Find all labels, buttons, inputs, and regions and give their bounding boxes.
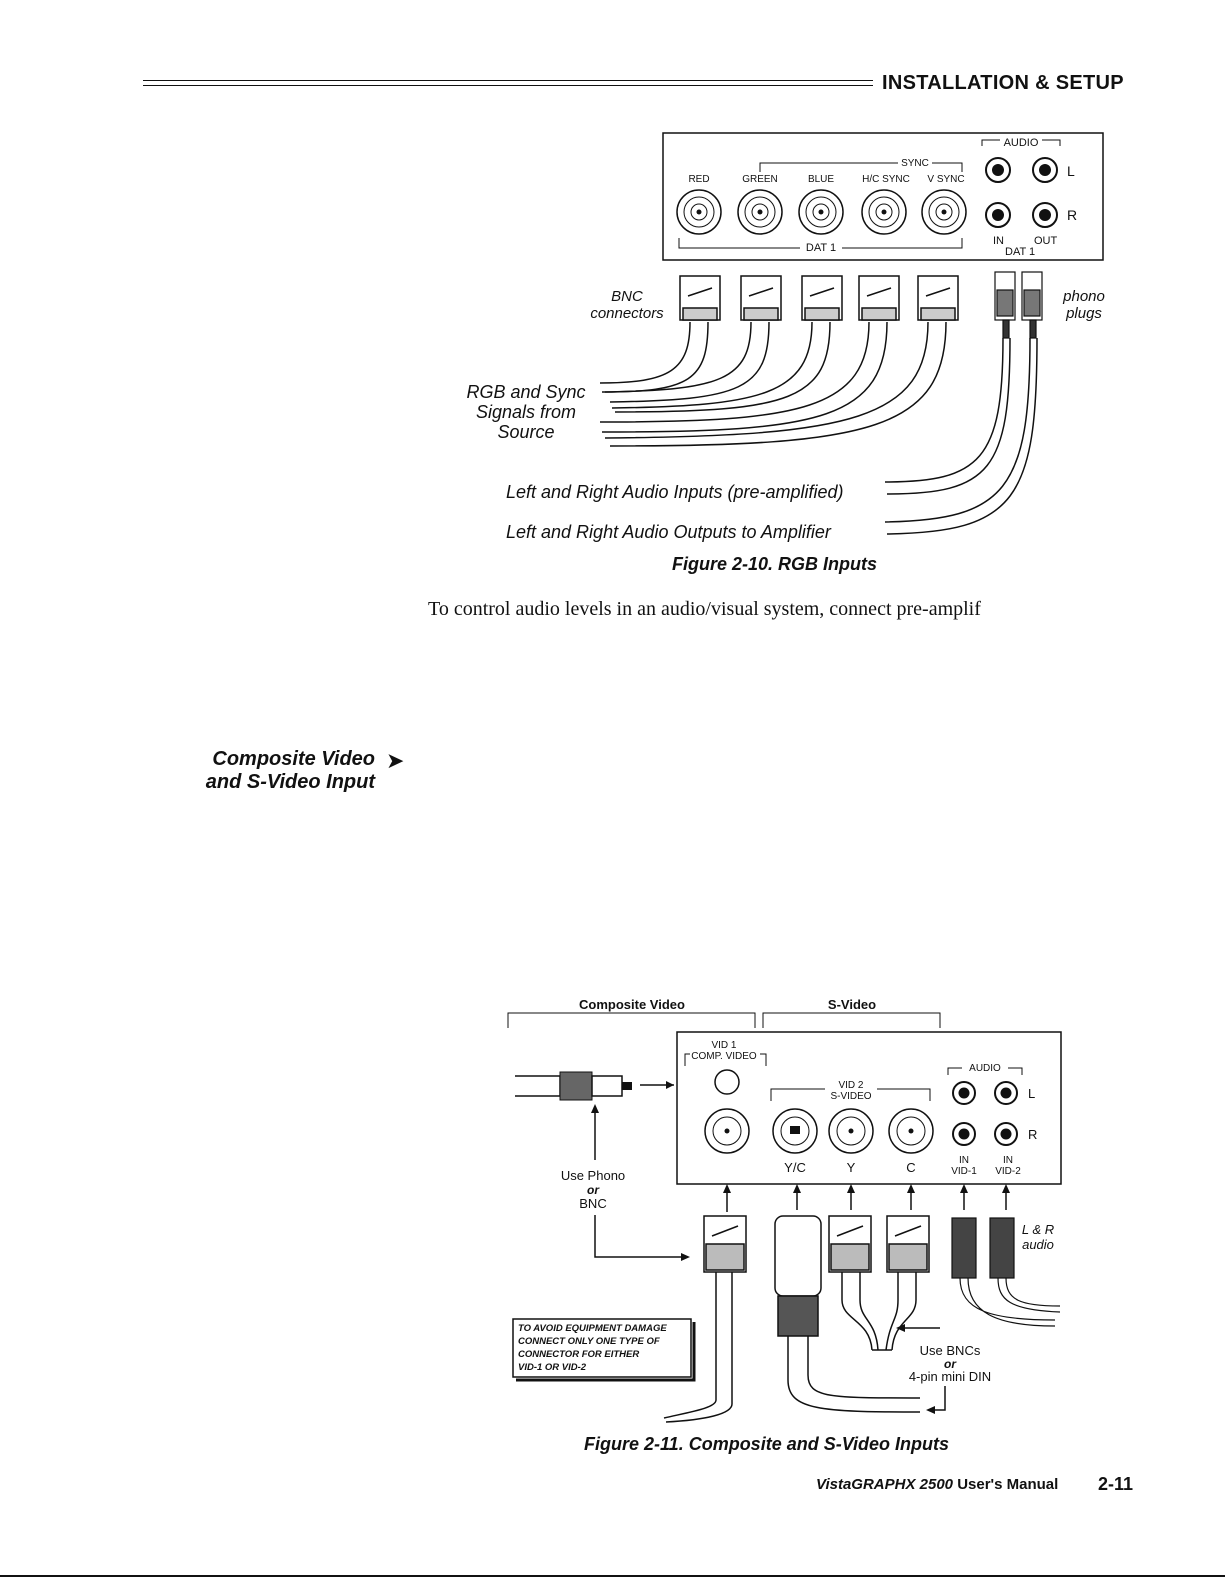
phono-cable-icon [515, 1071, 632, 1101]
audio-cables [884, 337, 1038, 535]
phono-plug-icon [994, 271, 1043, 339]
side-heading-arrow-icon: ➤ [386, 748, 405, 773]
lr-audio-plug-icon [951, 1217, 1061, 1327]
vid2-label-2: S-VIDEO [830, 1091, 871, 1102]
port-label-yc: Y/C [784, 1160, 806, 1175]
rgb-audio-r: R [1067, 207, 1077, 223]
footer-manual-title: VistaGRAPHX 2500 User's Manual [816, 1476, 1058, 1493]
arrow-up-icon [591, 1104, 599, 1113]
warning-line-1: TO AVOID EQUIPMENT DAMAGE [518, 1323, 667, 1334]
in-label-1: IN [959, 1155, 969, 1166]
use-bncs-label: Use BNCs [920, 1343, 981, 1358]
video-audio-label: AUDIO [969, 1063, 1001, 1074]
yc-bnc-plug-icon [828, 1215, 930, 1351]
lr-audio-label-2: audio [1022, 1237, 1054, 1252]
rgb-cables [599, 321, 947, 447]
header-rule-top [143, 80, 873, 81]
bnc-connectors-label-1: BNC [611, 288, 643, 305]
page-header-title: INSTALLATION & SETUP [882, 72, 1124, 94]
audio-outputs-label: Left and Right Audio Outputs to Amplifie… [506, 522, 832, 542]
video-panel [676, 1031, 1062, 1185]
bnc-connectors-label-2: connectors [590, 305, 664, 322]
phono-plugs-label-1: phono [1062, 288, 1105, 305]
mini-din-label: 4-pin mini DIN [909, 1369, 991, 1384]
arrow-right-icon [681, 1253, 690, 1261]
vid1-label-2: COMP. VIDEO [691, 1051, 757, 1062]
use-bncs-or: or [944, 1357, 957, 1371]
video-audio-jack-icon [952, 1081, 1018, 1146]
footer-page-number: 2-11 [1098, 1474, 1134, 1494]
warning-line-3: CONNECTOR FOR EITHER [518, 1349, 639, 1360]
vid2-in-label: VID-2 [995, 1166, 1021, 1177]
rgb-audio-dat: DAT 1 [1005, 246, 1035, 258]
arrow-up-icon [723, 1184, 1010, 1193]
rgb-panel [662, 132, 1104, 261]
warning-line-4: VID-1 OR VID-2 [518, 1362, 587, 1373]
arrow-left-icon [896, 1324, 905, 1332]
figure-2-11-caption: Figure 2-11. Composite and S-Video Input… [584, 1434, 950, 1454]
port-label-y: Y [847, 1160, 856, 1175]
bnc-plug-icon [679, 275, 959, 321]
phono-plugs-label-2: plugs [1065, 305, 1102, 322]
side-heading-line-2: and S-Video Input [205, 771, 375, 793]
rgb-source-label-1: RGB and Sync [466, 382, 585, 402]
section-side-heading: Composite Video and S-Video Input [150, 748, 375, 794]
bottom-rule [0, 1575, 1225, 1577]
use-phono-label: Use Phono [561, 1168, 625, 1183]
port-label-hc-sync: H/C SYNC [862, 174, 910, 185]
vid1-in-label: VID-1 [951, 1166, 977, 1177]
port-label-blue: BLUE [808, 174, 834, 185]
use-bnc-label: BNC [579, 1196, 606, 1211]
in-label-2: IN [1003, 1155, 1013, 1166]
use-phono-or: or [587, 1183, 600, 1197]
composite-phono-jack-icon [714, 1069, 740, 1095]
warning-box [512, 1318, 692, 1378]
rgb-sync-label: SYNC [901, 158, 929, 169]
svideo-din-plug-icon [774, 1215, 921, 1413]
arrow-head-icon [666, 1081, 674, 1089]
bnc-jack-icon [676, 189, 967, 235]
rgb-audio-out: OUT [1034, 235, 1058, 247]
footer-product: VistaGRAPHX 2500 [816, 1476, 954, 1493]
rgb-audio-in: IN [993, 235, 1004, 247]
rgb-audio-label: AUDIO [1004, 137, 1039, 149]
port-label-c: C [906, 1160, 915, 1175]
port-label-green: GREEN [742, 174, 778, 185]
lr-audio-label-1: L & R [1022, 1222, 1054, 1237]
figure-composite-svideo: Composite Video S-Video VID 1 COMP. VIDE… [507, 997, 1062, 1423]
header-rule-bottom [143, 85, 873, 86]
svideo-label: S-Video [828, 997, 876, 1012]
arrow-left-icon [926, 1406, 935, 1414]
port-label-v-sync: V SYNC [927, 174, 964, 185]
warning-line-2: CONNECT ONLY ONE TYPE OF [518, 1336, 660, 1347]
rgb-audio-l: L [1067, 163, 1075, 179]
port-label-red: RED [688, 174, 709, 185]
rgb-source-label-3: Source [497, 422, 554, 442]
vid2-label-1: VID 2 [838, 1080, 863, 1091]
video-audio-l: L [1028, 1086, 1035, 1101]
footer-manual: User's Manual [957, 1476, 1059, 1493]
figure-2-10-caption: Figure 2-10. RGB Inputs [672, 554, 878, 574]
composite-bnc-plug-icon [663, 1215, 747, 1423]
audio-jack-icon [985, 157, 1058, 228]
video-audio-r: R [1028, 1127, 1037, 1142]
vid1-label-1: VID 1 [711, 1040, 736, 1051]
rgb-source-label-2: Signals from [476, 402, 576, 422]
figure-rgb-inputs: AUDIO SYNC RED GREEN BLUE H/C SYNC V SYN… [466, 132, 1105, 542]
composite-video-label: Composite Video [579, 997, 685, 1012]
rgb-dat-label: DAT 1 [806, 242, 836, 254]
audio-inputs-label: Left and Right Audio Inputs (pre-amplifi… [506, 482, 844, 502]
side-heading-line-1: Composite Video [212, 748, 375, 770]
body-paragraph: To control audio levels in an audio/visu… [428, 598, 981, 620]
